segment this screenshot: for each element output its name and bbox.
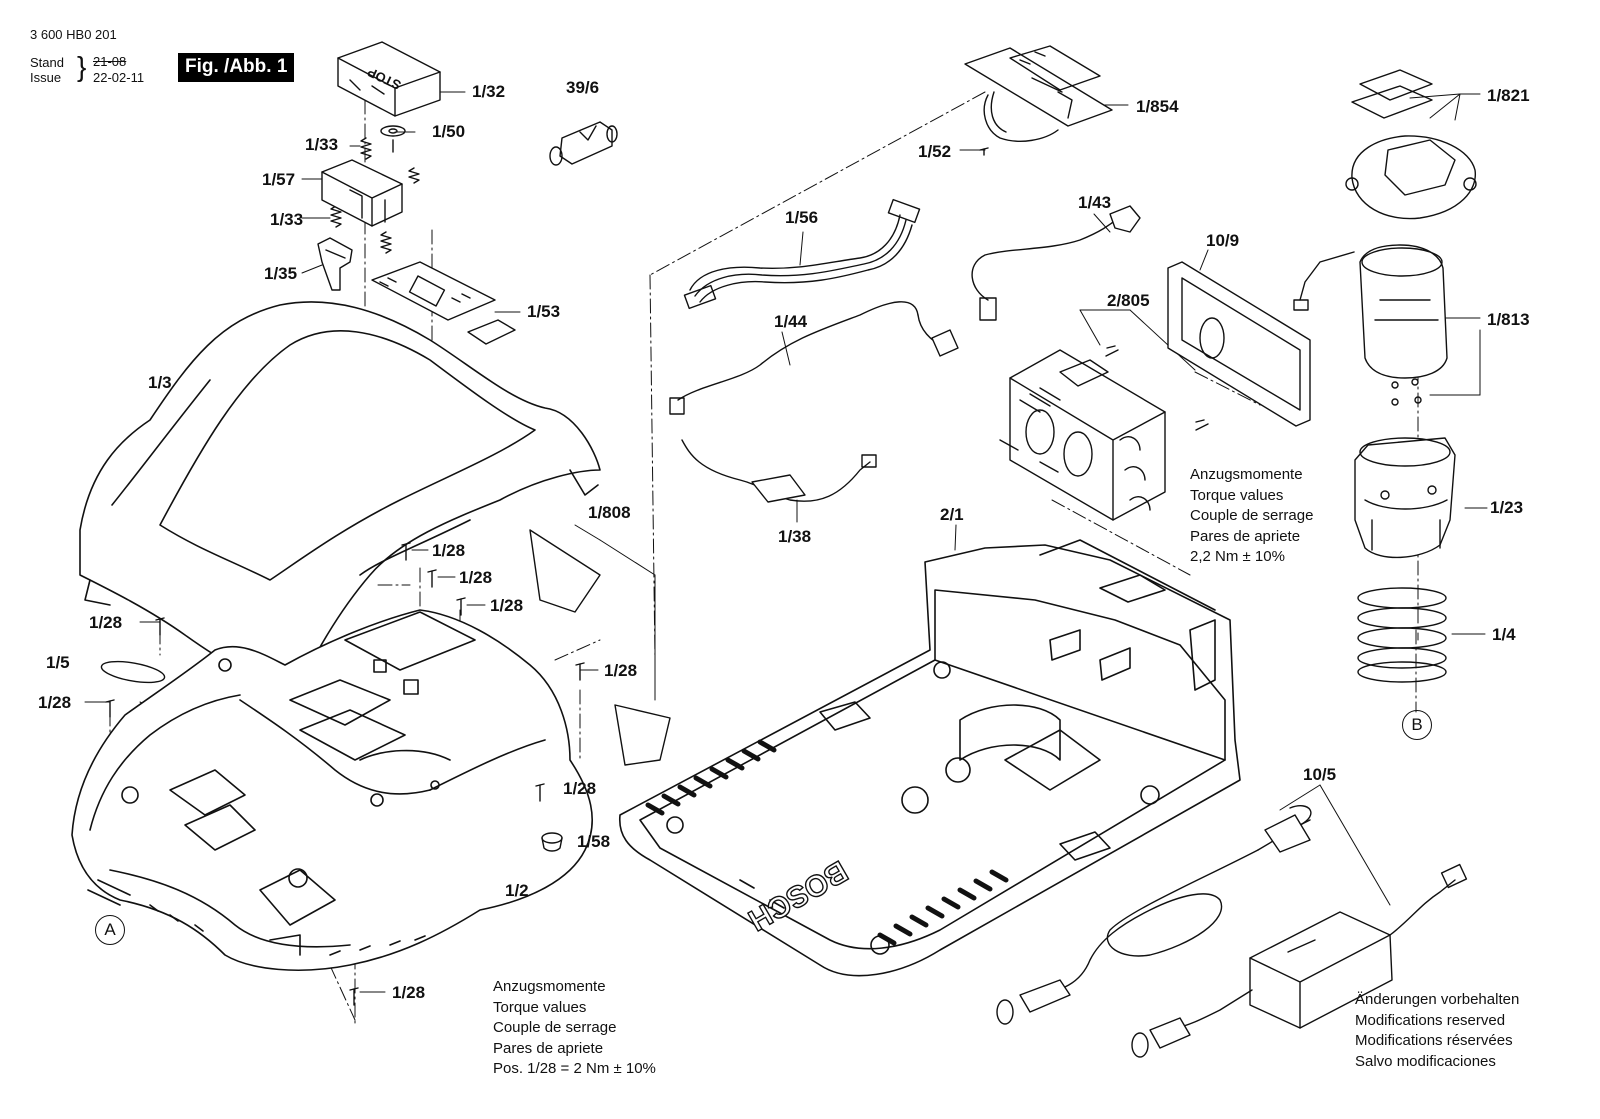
modifications-line: Modifications réservées <box>1355 1032 1513 1049</box>
seal-1-5 <box>100 660 166 684</box>
torque-right-line: Torque values <box>1190 486 1284 504</box>
part-label-10-5: 10/5 <box>1303 765 1337 784</box>
part-label-1-4: 1/4 <box>1492 625 1516 644</box>
modifications-line: Salvo modificaciones <box>1355 1052 1496 1070</box>
part-label-1-854: 1/854 <box>1136 97 1179 116</box>
part-label-1-808: 1/808 <box>588 503 631 522</box>
part-label-10-9: 10/9 <box>1206 231 1240 250</box>
control-board-1-854 <box>964 45 1113 142</box>
part-label-1-5: 1/5 <box>46 653 70 672</box>
part-label-1-28-b: 1/28 <box>459 568 493 587</box>
issue-date: 22-02-11 <box>93 70 145 85</box>
part-label-1-43: 1/43 <box>1078 193 1112 212</box>
connector-39-6 <box>549 121 618 166</box>
part-label-1-57: 1/57 <box>262 170 296 189</box>
display-panel-part <box>371 261 516 345</box>
part-label-1-50: 1/50 <box>432 122 466 141</box>
part-label-1-2: 1/2 <box>505 881 529 900</box>
part-label-1-53: 1/53 <box>527 302 561 321</box>
lower-housing <box>71 609 593 971</box>
part-label-1-44: 1/44 <box>774 312 808 331</box>
modifications-note: Änderungen vorbehalten Modifications res… <box>1355 990 1519 1072</box>
motor-cover-1-821 <box>1345 69 1477 220</box>
charger-10-5 <box>996 805 1468 1058</box>
part-label-1-56: 1/56 <box>785 208 819 227</box>
part-label-39-6: 39/6 <box>566 78 600 97</box>
part-label-1-813: 1/813 <box>1487 310 1530 329</box>
part-label-1-33-bottom: 1/33 <box>270 210 304 229</box>
figure-label: Fig. /Abb. 1 <box>178 53 295 82</box>
torque-bottom-value: Pos. 1/28 = 2 Nm ± 10% <box>493 1060 656 1077</box>
torque-right-line: Couple de serrage <box>1190 507 1314 524</box>
top-cover <box>79 301 601 691</box>
part-label-1-3: 1/3 <box>148 373 172 392</box>
cable-1-56 <box>683 198 921 310</box>
part-label-1-35: 1/35 <box>264 264 298 283</box>
part-label-1-28-h: 1/28 <box>392 983 426 1002</box>
part-label-1-28-f: 1/28 <box>38 693 72 712</box>
torque-right-line: Pares de apriete <box>1190 527 1301 545</box>
cable-1-38 <box>681 439 877 503</box>
part-label-1-28-c: 1/28 <box>490 596 524 615</box>
film-sheets-1-808 <box>529 529 671 766</box>
torque-bottom-line: Pares de apriete <box>493 1039 604 1057</box>
part-label-1-821: 1/821 <box>1487 86 1530 105</box>
brace: } <box>77 51 87 82</box>
cable-1-44 <box>669 301 959 415</box>
marker-a: A <box>95 915 125 945</box>
stop-cover-part <box>337 41 441 117</box>
motor-housing-1-23 <box>1354 437 1456 559</box>
document-number: 3 600 HB0 201 <box>30 27 117 42</box>
part-label-1-33-top: 1/33 <box>305 135 339 154</box>
holder-part <box>321 159 403 227</box>
torque-bottom-line: Torque values <box>493 998 587 1016</box>
issue-label: Issue <box>30 70 62 85</box>
cable-1-43 <box>971 205 1141 321</box>
part-label-1-38: 1/38 <box>778 527 812 546</box>
chassis-2-1 <box>619 539 1241 977</box>
part-label-1-52: 1/52 <box>918 142 952 161</box>
part-label-1-28-d: 1/28 <box>89 613 123 632</box>
torque-bottom-line: Anzugsmomente <box>493 978 606 995</box>
spring-1-4 <box>1357 587 1447 683</box>
part-label-1-23: 1/23 <box>1490 498 1524 517</box>
torque-note-right: Anzugsmomente Torque values Couple de se… <box>1190 465 1313 568</box>
torque-note-bottom: Anzugsmomente Torque values Couple de se… <box>493 977 656 1080</box>
modifications-line: Änderungen vorbehalten <box>1355 991 1520 1008</box>
torque-right-value: 2,2 Nm ± 10% <box>1190 548 1285 565</box>
torque-bottom-line: Couple de serrage <box>493 1019 617 1036</box>
latch-part <box>317 237 353 291</box>
frame-10-9 <box>1167 261 1311 427</box>
part-label-1-58: 1/58 <box>577 832 611 851</box>
stand-label: Stand <box>30 55 64 70</box>
old-date: 21-08 <box>93 54 127 69</box>
motor-1-813 <box>1293 244 1448 406</box>
part-label-1-28-a: 1/28 <box>432 541 466 560</box>
part-label-2-1: 2/1 <box>940 505 964 524</box>
modifications-line: Modifications reserved <box>1355 1011 1506 1029</box>
marker-b: B <box>1402 710 1432 740</box>
part-label-1-28-g: 1/28 <box>563 779 597 798</box>
part-label-1-32: 1/32 <box>472 82 506 101</box>
torque-right-line: Anzugsmomente <box>1190 466 1303 483</box>
screws-1-28 <box>105 147 1209 1006</box>
knob-1-58 <box>541 832 563 852</box>
part-label-2-805: 2/805 <box>1107 291 1150 310</box>
springs <box>330 137 420 254</box>
electronics-2-805 <box>999 349 1166 521</box>
part-label-1-28-e: 1/28 <box>604 661 638 680</box>
